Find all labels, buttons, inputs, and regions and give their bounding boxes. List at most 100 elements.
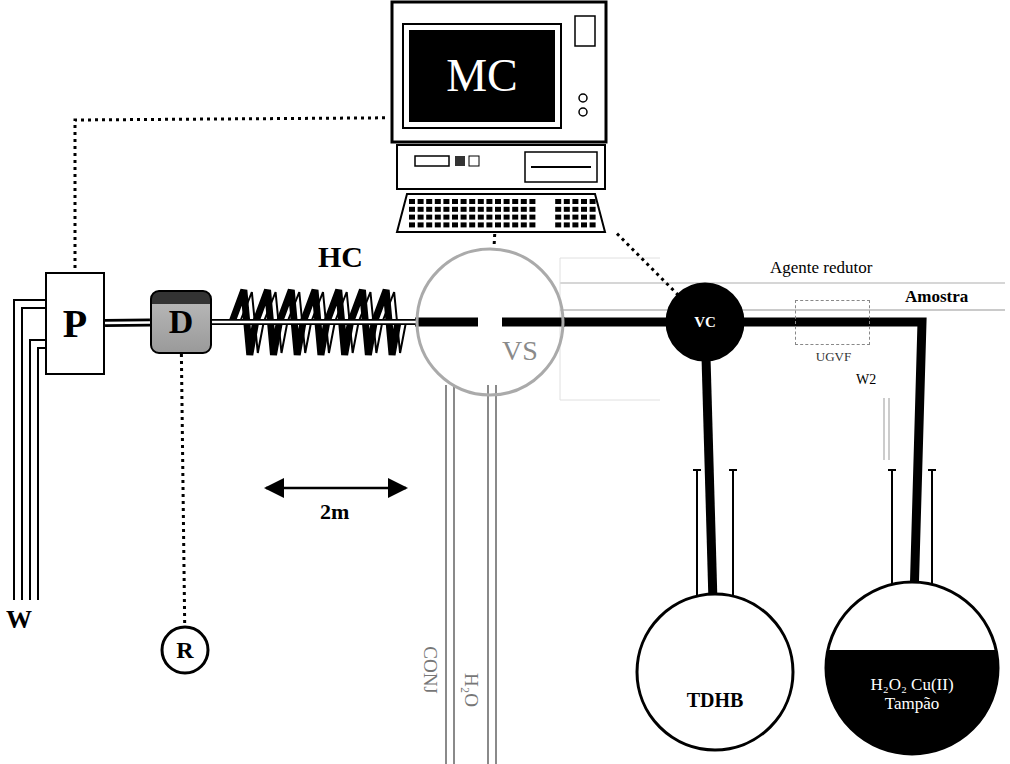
- node-label: R: [160, 625, 210, 675]
- monitor-knob: [579, 108, 587, 116]
- keyboard: [397, 194, 605, 232]
- connector-group: [181, 354, 184, 626]
- connector-group: [744, 322, 922, 581]
- floppy-drive: [525, 152, 597, 182]
- key: [495, 215, 501, 220]
- key: [564, 199, 570, 204]
- monitor: [392, 2, 606, 142]
- circle-outline: [415, 247, 565, 397]
- key: [504, 222, 510, 227]
- node-label: D: [152, 292, 210, 352]
- key: [486, 199, 492, 204]
- key: [572, 215, 578, 220]
- screen-bezel: [403, 24, 561, 128]
- key: [452, 207, 458, 212]
- key: [504, 199, 510, 204]
- connector-group: [564, 322, 666, 323]
- node-label: MC: [409, 30, 555, 122]
- dimension-label: 2m: [320, 500, 349, 524]
- key: [504, 207, 510, 212]
- node-label: H₂O₂ Cu(II) Tampão: [867, 662, 957, 728]
- reagent-line: [560, 282, 1005, 284]
- key: [529, 207, 535, 212]
- dimension-arrow: [266, 487, 406, 490]
- key: [590, 222, 596, 227]
- flask-body: [637, 594, 793, 750]
- connector-group: [212, 322, 416, 323]
- waste-label: W: [6, 606, 32, 635]
- screen: [409, 30, 555, 122]
- key: [581, 222, 587, 227]
- drain-line: [884, 398, 889, 460]
- key: [564, 207, 570, 212]
- recorder-circle: R: [160, 625, 210, 675]
- key: [452, 199, 458, 204]
- key: [418, 222, 424, 227]
- computer: MC: [385, 0, 617, 234]
- flow-tube: [706, 361, 713, 593]
- selection-valve: VS: [415, 247, 565, 397]
- node-label: VS: [500, 335, 540, 367]
- sample-label: Amostra: [905, 288, 968, 307]
- key: [469, 215, 475, 220]
- key: [409, 199, 415, 204]
- node-label: TDHB: [655, 687, 775, 713]
- monitor-knob: [579, 94, 587, 102]
- reagent-flask: TDHB: [635, 592, 795, 752]
- key: [426, 222, 432, 227]
- key: [529, 215, 535, 220]
- flow-tube: [564, 318, 666, 327]
- computer-drawing: [385, 0, 617, 234]
- button: [455, 156, 465, 166]
- key: [512, 215, 518, 220]
- connector-group: [75, 118, 385, 272]
- key: [409, 222, 415, 227]
- valve-frame: [560, 258, 660, 400]
- detector-box: D: [150, 290, 212, 354]
- key: [435, 199, 441, 204]
- key: [590, 199, 596, 204]
- liquid-fill: [826, 650, 998, 754]
- monitor-slot: [575, 16, 595, 46]
- key: [443, 215, 449, 220]
- key: [564, 222, 570, 227]
- floppy-slot: [531, 166, 591, 168]
- sample-line: [560, 309, 1005, 311]
- flask-body: [635, 592, 795, 752]
- control-link: [492, 234, 496, 248]
- key: [495, 207, 501, 212]
- key: [426, 215, 432, 220]
- drive-slot: [415, 156, 449, 166]
- key: [581, 199, 587, 204]
- key: [435, 222, 441, 227]
- pump-box: P: [45, 272, 105, 375]
- button: [469, 156, 479, 166]
- key: [512, 207, 518, 212]
- key: [572, 199, 578, 204]
- waste-label: W2: [856, 372, 876, 387]
- connector-group: [105, 322, 150, 324]
- key: [435, 207, 441, 212]
- key: [426, 207, 432, 212]
- key: [555, 207, 561, 212]
- key: [443, 222, 449, 227]
- key: [478, 207, 484, 212]
- key: [590, 215, 596, 220]
- tube-label: H₂O: [461, 673, 482, 707]
- control-link: [617, 234, 677, 295]
- key: [555, 222, 561, 227]
- key: [581, 215, 587, 220]
- key: [461, 199, 467, 204]
- circle-outline: [417, 249, 563, 395]
- tube-bore: [105, 321, 150, 324]
- key: [469, 222, 475, 227]
- key: [486, 222, 492, 227]
- flow-tube: [105, 318, 150, 327]
- key: [521, 222, 527, 227]
- key: [418, 207, 424, 212]
- connector-group: [617, 234, 677, 295]
- connector-group: [706, 361, 713, 593]
- key: [409, 207, 415, 212]
